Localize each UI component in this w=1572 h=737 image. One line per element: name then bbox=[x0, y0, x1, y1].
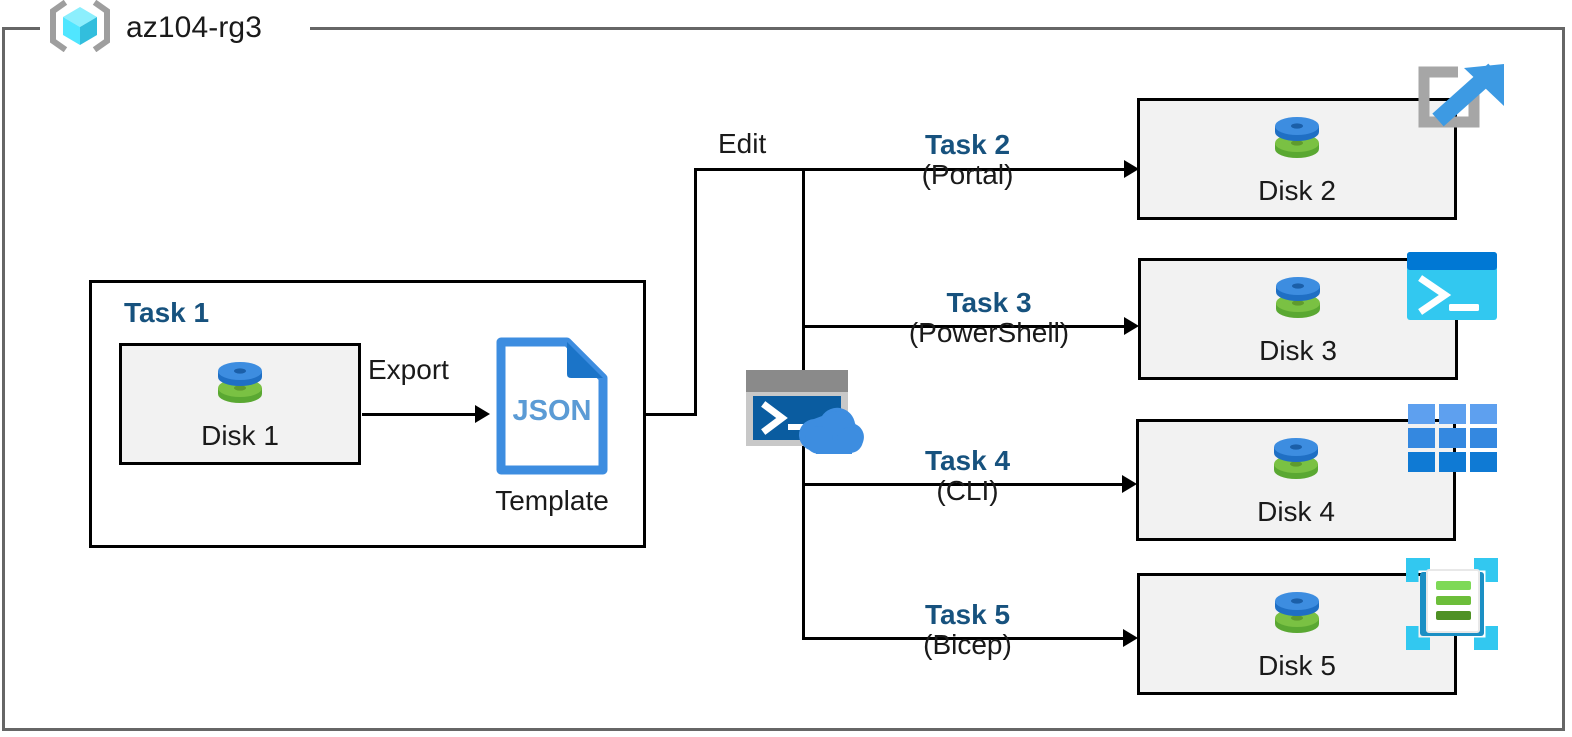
task5-edge-label: Task 5 (Bicep) bbox=[860, 599, 1075, 661]
task2-title: Task 2 bbox=[924, 129, 1011, 160]
task2-method: (Portal) bbox=[921, 159, 1014, 191]
disk1-label: Disk 1 bbox=[201, 420, 279, 451]
edit-connector-vertical bbox=[694, 168, 697, 416]
disk-icon bbox=[1270, 275, 1326, 331]
task4-edge-label: Task 4 (CLI) bbox=[860, 445, 1075, 507]
disk2-label: Disk 2 bbox=[1258, 175, 1336, 206]
disk5-box: Disk 5 bbox=[1137, 573, 1457, 695]
task3-edge-label: Task 3 (PowerShell) bbox=[855, 287, 1123, 349]
disk1-box: Disk 1 bbox=[119, 343, 361, 465]
resource-group-frame bbox=[2, 27, 1565, 731]
disk-icon bbox=[1268, 436, 1324, 492]
disk4-box: Disk 4 bbox=[1136, 419, 1456, 541]
task2-arrow-head bbox=[1124, 160, 1139, 178]
azure-cli-grid-icon bbox=[1407, 403, 1499, 480]
task3-title: Task 3 bbox=[946, 287, 1032, 318]
task2-arrow-line bbox=[802, 168, 1129, 171]
edit-label: Edit bbox=[718, 128, 767, 159]
resource-group-name: az104-rg3 bbox=[126, 11, 262, 44]
task5-arrow-line bbox=[802, 637, 1128, 640]
disk-icon bbox=[1269, 115, 1325, 171]
template-node: JSON Template bbox=[487, 336, 617, 517]
resource-group-cube-icon bbox=[48, 0, 112, 57]
task5-method: (Bicep) bbox=[923, 629, 1012, 661]
template-label: Template bbox=[495, 485, 609, 516]
cloud-shell-icon bbox=[744, 366, 864, 467]
disk5-label: Disk 5 bbox=[1258, 650, 1336, 681]
export-arrow-line bbox=[362, 413, 477, 416]
disk-icon bbox=[1269, 590, 1325, 646]
task4-method: (CLI) bbox=[936, 475, 999, 507]
powershell-icon bbox=[1405, 250, 1499, 327]
svg-text:JSON: JSON bbox=[513, 395, 592, 427]
export-arrow-head bbox=[475, 405, 490, 423]
task4-arrow-head bbox=[1122, 475, 1137, 493]
bicep-icon bbox=[1405, 557, 1499, 655]
task4-arrow-line bbox=[802, 483, 1127, 486]
task3-method: (PowerShell) bbox=[908, 317, 1070, 349]
task1-title: Task 1 bbox=[124, 297, 210, 328]
disk-icon bbox=[212, 360, 268, 416]
azure-portal-icon bbox=[1408, 62, 1512, 171]
task4-title: Task 4 bbox=[924, 445, 1011, 476]
edit-connector-horizontal-lower bbox=[645, 413, 697, 416]
disk4-label: Disk 4 bbox=[1257, 496, 1335, 527]
json-document-icon: JSON bbox=[493, 337, 611, 480]
task5-title: Task 5 bbox=[924, 599, 1011, 630]
export-label: Export bbox=[368, 354, 449, 385]
disk3-box: Disk 3 bbox=[1138, 258, 1458, 380]
task2-edge-label: Task 2 (Portal) bbox=[860, 129, 1075, 191]
disk3-label: Disk 3 bbox=[1259, 335, 1337, 366]
task5-arrow-head bbox=[1123, 629, 1138, 647]
task3-arrow-head bbox=[1124, 317, 1139, 335]
disk2-box: Disk 2 bbox=[1137, 98, 1457, 220]
task3-arrow-line bbox=[802, 325, 1130, 328]
resource-group-header: az104-rg3 bbox=[48, 0, 262, 57]
